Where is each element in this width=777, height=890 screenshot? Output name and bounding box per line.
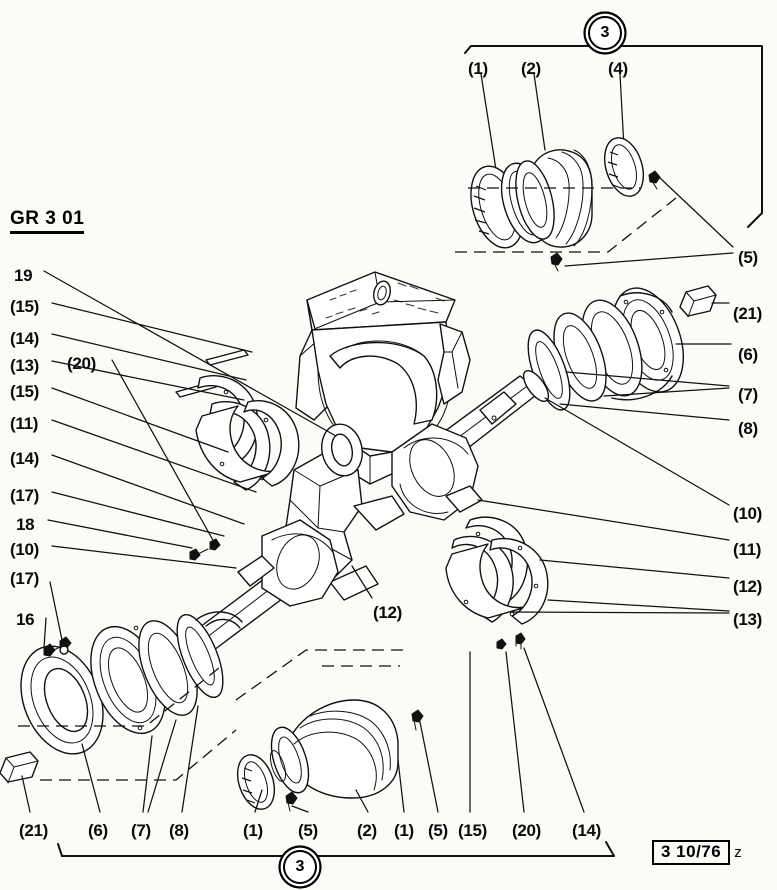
part-label-bottom-8: (8): [169, 821, 189, 840]
bottom-leader-lines: [21, 647, 585, 813]
part-label-bottom-7: (7): [131, 821, 151, 840]
part-label-right-5: (5): [738, 248, 758, 267]
part-label-left-15a: (15): [10, 297, 40, 316]
part-label-left-17b: (17): [10, 569, 40, 588]
part-label-left-11: (11): [10, 414, 39, 433]
part-label-left-17a: (17): [10, 486, 40, 505]
left-drive-shaft: [175, 349, 339, 651]
part-label-bottom-21: (21): [19, 821, 49, 840]
part-label-right-8: (8): [738, 419, 758, 438]
part-label-bottom-14: (14): [572, 821, 602, 840]
part-label-left-14a: (14): [10, 329, 40, 348]
part-label-bottom-1b: (1): [394, 821, 414, 840]
part-label-bottom-6: (6): [88, 821, 108, 840]
group-marker-bottom: 3: [283, 850, 317, 884]
part-label-bottom-5b: (5): [428, 821, 448, 840]
upper-right-boot-assembly: [455, 137, 677, 272]
page-title: GR 3 01: [10, 208, 85, 234]
part-label-bottom-20: (20): [512, 821, 542, 840]
part-label-left-20: (20): [67, 354, 97, 373]
stamp-number: 3 10/76: [652, 840, 731, 865]
part-label-left-10: (10): [10, 540, 40, 559]
part-label-left-13: (13): [10, 356, 40, 375]
part-label-top-1: (1): [468, 59, 488, 78]
bottom-group-bracket: [57, 841, 615, 857]
left-leader-lines: [43, 270, 337, 649]
part-label-top-4: (4): [608, 59, 628, 78]
top-leader-lines: [480, 73, 625, 177]
part-label-center-12: (12): [373, 603, 403, 622]
part-label-right-7: (7): [738, 385, 758, 404]
part-label-right-13: (13): [733, 610, 763, 629]
left-bearing-shells: [195, 375, 300, 491]
differential-carrier-housing: [295, 271, 471, 485]
part-label-bottom-5a: (5): [298, 821, 318, 840]
center-drive-shaft: [391, 369, 550, 521]
part-label-right-11: (11): [733, 540, 762, 559]
bottom-center-boot-assembly: [235, 649, 424, 812]
lower-left-hub-assembly: [0, 611, 243, 784]
part-label-bottom-1a: (1): [243, 821, 263, 840]
part-label-left-14b: (14): [10, 449, 40, 468]
right-hub-bearing-stack: [527, 285, 717, 411]
stamp-suffix: z: [734, 844, 742, 861]
bearing-shell-halves: [445, 516, 549, 650]
part-label-right-10: (10): [733, 504, 763, 523]
group-marker-top: 3: [588, 16, 622, 50]
part-label-right-12: (12): [733, 577, 763, 596]
part-label-bottom-15: (15): [458, 821, 488, 840]
part-label-left-16: 16: [16, 610, 35, 629]
part-label-bottom-2: (2): [357, 821, 377, 840]
part-label-top-2: (2): [521, 59, 541, 78]
part-label-left-15b: (15): [10, 382, 40, 401]
right-hub-leaders: [559, 302, 732, 421]
part-label-left-18: 18: [16, 515, 35, 534]
part-label-right-6: (6): [738, 345, 758, 364]
center-right-leaders: [351, 397, 730, 614]
upper-right-leaders: [564, 177, 734, 267]
part-label-right-21: (21): [733, 304, 763, 323]
part-label-left-19: 19: [14, 266, 33, 285]
drawing-stamp: 3 10/76 z: [652, 840, 742, 865]
